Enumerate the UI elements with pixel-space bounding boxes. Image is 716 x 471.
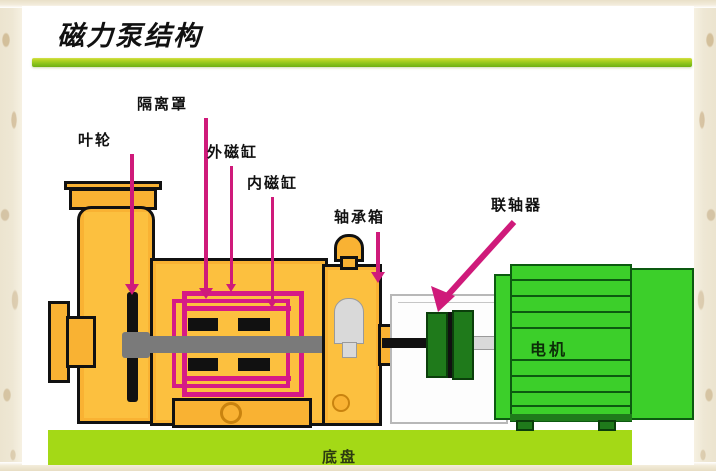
bearing-housing-oiler-neck (340, 256, 358, 270)
callout-label-outer-magnet: 外磁缸 (207, 143, 259, 161)
callout-arrow-bearing-housing-line (376, 232, 380, 274)
callout-arrow-bearing-housing-head (371, 272, 385, 283)
motor-base-rail (510, 414, 632, 421)
inner-magnet-can-top (187, 306, 291, 311)
callout-label-isolation-sleeve: 隔离罩 (137, 95, 189, 113)
motor-cooling-fin (512, 311, 630, 313)
motor-cooling-fin (512, 391, 630, 393)
pump-support-foot (172, 398, 312, 428)
coupling-half-pump-side (426, 312, 448, 378)
motor-cooling-fin (512, 295, 630, 297)
coupling-guard-inner-line (398, 302, 500, 303)
callout-label-bearing-housing: 轴承箱 (334, 208, 386, 226)
motor-foot-right (598, 420, 616, 431)
motor-label: 电机 (530, 340, 569, 359)
motor-cooling-fin (512, 327, 630, 329)
callout-arrow-coupling (431, 219, 517, 312)
callout-label-impeller: 叶轮 (78, 131, 113, 149)
callout-arrow-isolation-sleeve-head (199, 288, 213, 299)
paper-texture-top-border (0, 0, 716, 8)
impeller-hub (122, 332, 150, 358)
paper-texture-left-border (0, 0, 22, 471)
coupling-gap (448, 312, 452, 378)
coupling-half-motor-side (452, 310, 474, 380)
pump-suction-neck (66, 316, 96, 368)
pump-volute-inner-fill (84, 212, 148, 418)
motor-fan-cover (630, 268, 694, 420)
magnet-block-lower-right (238, 358, 270, 371)
bearing-housing-oil-chamber (334, 298, 364, 344)
title-divider-bar (32, 58, 692, 67)
callout-label-coupling: 联轴器 (491, 196, 543, 214)
callout-arrow-inner-magnet-line (271, 197, 274, 302)
baseplate-label: 底盘 (321, 448, 358, 465)
callout-arrow-impeller-head (125, 284, 139, 295)
magnet-block-upper-left (188, 318, 218, 331)
bearing-housing-oil-stem (342, 342, 357, 358)
pump-foot-bolt-hole (220, 402, 242, 424)
motor-foot-left (516, 420, 534, 431)
paper-texture-bottom-border (0, 462, 716, 471)
magnet-block-lower-left (188, 358, 218, 371)
motor-cooling-fin (512, 405, 630, 407)
motor-cooling-fin (512, 359, 630, 361)
bearing-housing-foot-hole (332, 394, 350, 412)
callout-arrow-impeller-line (130, 154, 134, 286)
motor-body (510, 264, 632, 422)
magnet-block-upper-right (238, 318, 270, 331)
paper-texture-right-border (694, 0, 716, 471)
slide-content-area: 磁力泵结构 底盘 (22, 6, 694, 465)
motor-cooling-fin (512, 375, 630, 377)
callout-arrow-inner-magnet-head (267, 300, 277, 308)
callout-arrow-outer-magnet-head (226, 284, 236, 292)
inner-magnet-can-bottom (187, 376, 291, 381)
baseplate-shape (48, 430, 632, 465)
pump-shaft (148, 336, 336, 353)
slide-title: 磁力泵结构 (57, 21, 202, 52)
callout-arrow-isolation-sleeve-line (204, 118, 208, 290)
callout-arrow-outer-magnet-line (230, 166, 233, 286)
motor-cooling-fin (512, 279, 630, 281)
callout-label-inner-magnet: 内磁缸 (247, 174, 299, 192)
pump-side-shaft-stub (382, 338, 434, 348)
